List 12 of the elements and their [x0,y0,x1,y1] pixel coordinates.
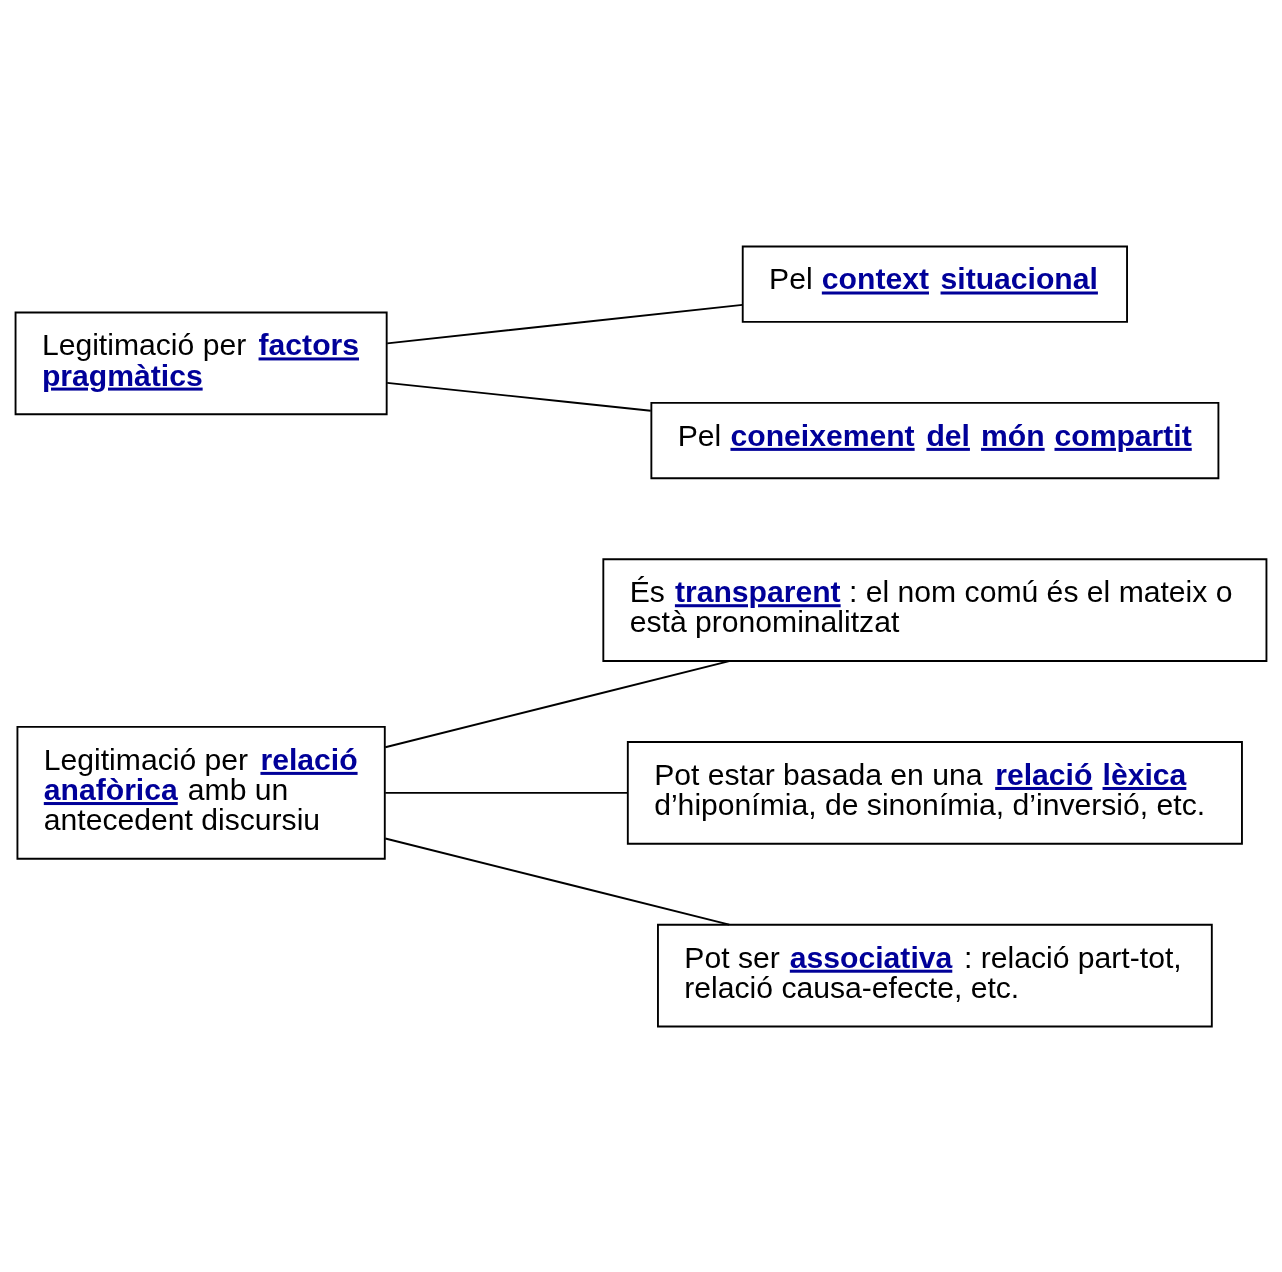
connector [384,659,731,748]
connector [384,791,629,794]
node-box: És transparent: el nom comú és el mateix o està pronominalitzat [602,557,1268,662]
node-box: Pel coneixement del món compartit [650,401,1220,479]
connector [386,381,652,412]
node-box: Legitimació per relació anafòrica amb un antecedent discursiu [16,725,386,860]
connector [384,837,731,926]
node-box: Pel context situacional [741,245,1128,323]
connector [386,303,744,344]
node-box: Pot estar basada en una relació lèxica d’hiponímia, de sinonímia, d’inversió, etc. [626,740,1243,845]
node-box: Pot ser associativa: relació part-tot, relació causa-efecte, etc. [657,923,1213,1027]
node-box: Legitimació per factors pragmàtics [14,311,388,415]
